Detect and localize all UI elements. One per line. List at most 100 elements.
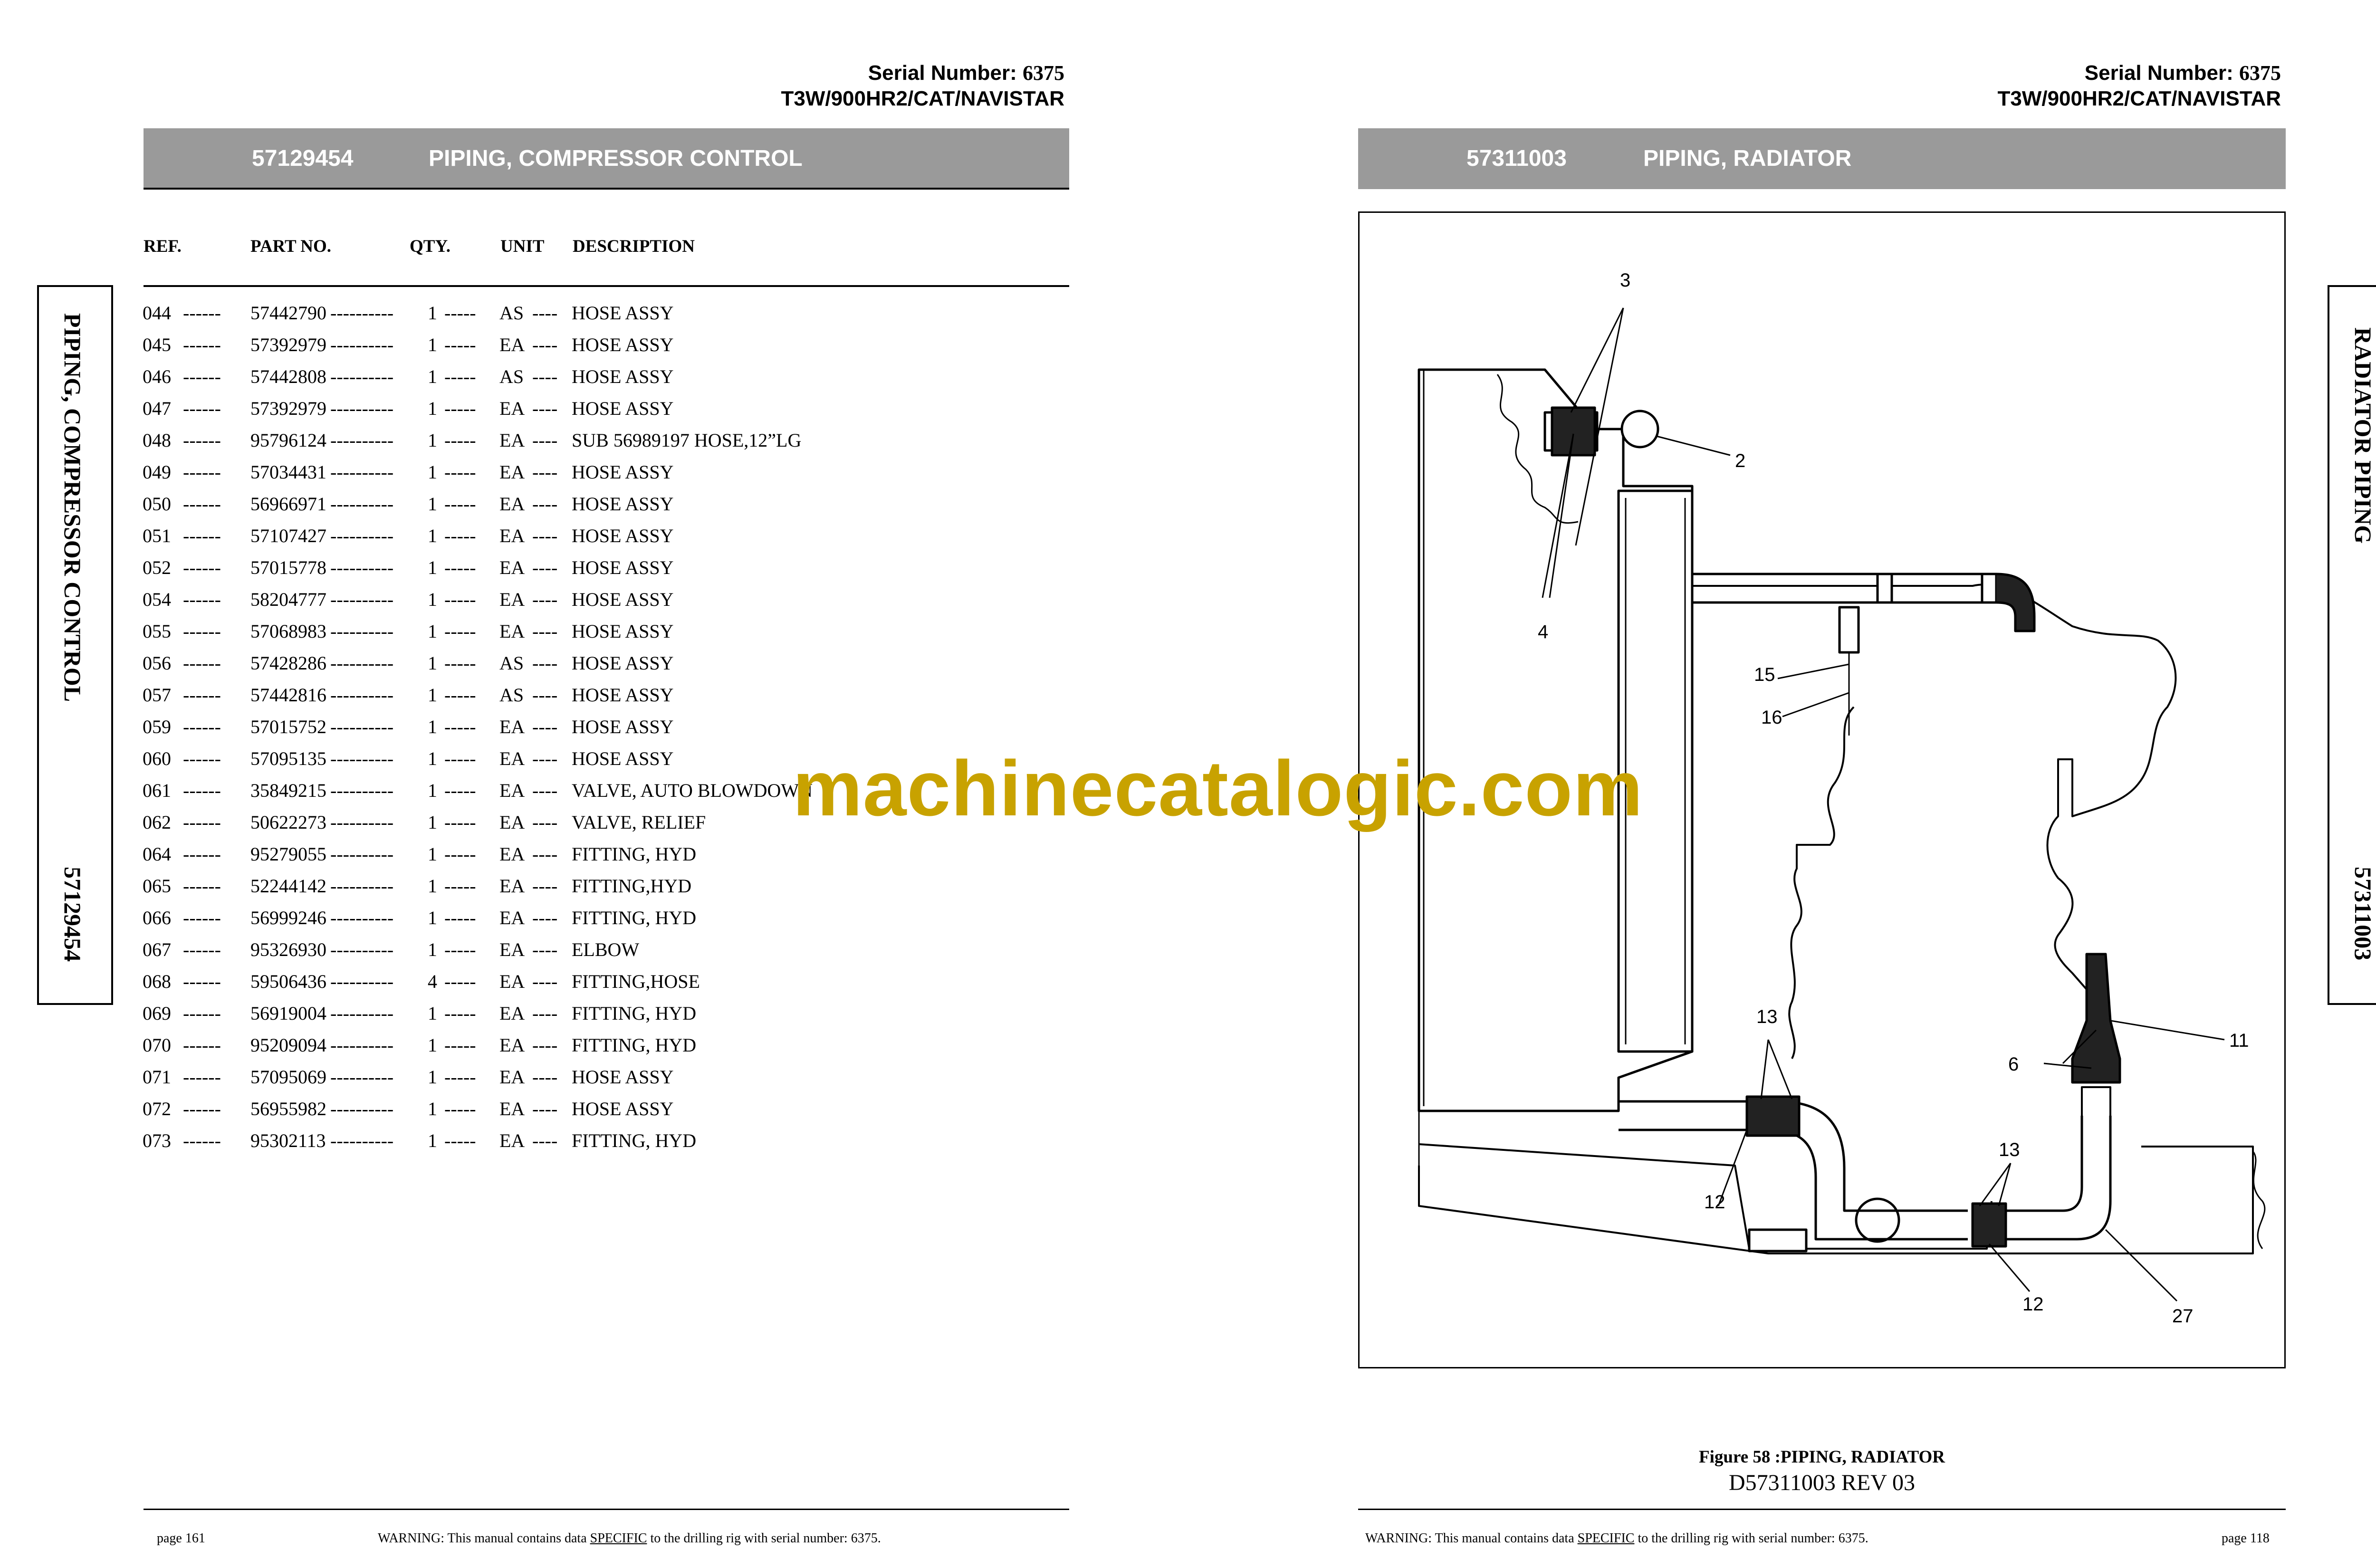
row-leader: ------ <box>183 525 221 546</box>
left-section-title: PIPING, COMPRESSOR CONTROL <box>429 146 803 171</box>
cell-qty: 1 <box>428 812 437 833</box>
callout-11: 11 <box>2229 1030 2249 1051</box>
cell-qty: 1 <box>428 780 437 801</box>
cell-desc: VALVE, RELIEF <box>572 812 706 833</box>
row-leader: ---------- <box>330 812 394 833</box>
cell-desc: SUB 56989197 HOSE,12”LG <box>572 430 802 451</box>
cell-qty: 1 <box>428 907 437 928</box>
row-leader: ------ <box>183 652 221 674</box>
cell-desc: HOSE ASSY <box>572 716 674 737</box>
cell-unit: EA <box>499 907 525 928</box>
cell-ref: 062 <box>143 812 171 833</box>
row-leader: ---- <box>532 557 558 578</box>
callout-15: 15 <box>1754 664 1775 685</box>
cell-ref: 070 <box>143 1034 171 1056</box>
right-warning-pre: WARNING: This manual contains data <box>1365 1531 1578 1546</box>
cell-ref: 055 <box>143 621 171 642</box>
row-leader: ------ <box>183 780 221 801</box>
cell-qty: 1 <box>428 621 437 642</box>
cell-unit: EA <box>499 780 525 801</box>
row-leader: ------ <box>183 461 221 483</box>
row-leader: ---------- <box>330 461 394 483</box>
row-leader: ---- <box>532 748 558 769</box>
cell-ref: 060 <box>143 748 171 769</box>
cell-unit: EA <box>499 1130 525 1151</box>
row-leader: ---------- <box>330 398 394 419</box>
radiator-piping-drawing <box>1418 307 2266 1302</box>
cell-unit: AS <box>499 684 524 706</box>
left-serial-line: Serial Number: 6375 <box>713 61 1064 86</box>
cell-ref: 051 <box>143 525 171 546</box>
col-description: DESCRIPTION <box>573 237 695 256</box>
cell-ref: 065 <box>143 875 171 897</box>
left-model: T3W/900HR2/CAT/NAVISTAR <box>781 87 1064 110</box>
right-serial-label: Serial Number: <box>2084 61 2233 85</box>
cell-ref: 059 <box>143 716 171 737</box>
row-leader: ---------- <box>330 589 394 610</box>
col-qty: QTY. <box>410 237 451 256</box>
row-leader: ----- <box>444 939 476 960</box>
row-leader: ----- <box>444 907 476 928</box>
row-leader: ---- <box>532 939 558 960</box>
cell-unit: EA <box>499 939 525 960</box>
callout-27: 27 <box>2172 1306 2194 1327</box>
callout-3: 3 <box>1620 270 1631 291</box>
row-leader: ---------- <box>330 557 394 578</box>
cell-qty: 1 <box>428 366 437 387</box>
row-leader: ------ <box>183 716 221 737</box>
row-leader: ------ <box>183 1098 221 1119</box>
row-leader: ---- <box>532 843 558 865</box>
left-side-tab-number: 57129454 <box>59 867 86 962</box>
cell-desc: HOSE ASSY <box>572 621 674 642</box>
cell-qty: 1 <box>428 589 437 610</box>
row-leader: ----- <box>444 334 476 355</box>
cell-part: 35849215 <box>250 780 326 801</box>
row-leader: ------ <box>183 684 221 706</box>
row-leader: ---------- <box>330 971 394 992</box>
cell-unit: EA <box>499 1034 525 1056</box>
cell-desc: FITTING, HYD <box>572 1034 697 1056</box>
left-serial-number: 6375 <box>1023 61 1064 85</box>
cell-ref: 047 <box>143 398 171 419</box>
callout-4: 4 <box>1538 621 1549 642</box>
row-leader: ---- <box>532 1003 558 1024</box>
cell-qty: 1 <box>428 1066 437 1088</box>
row-leader: ----- <box>444 366 476 387</box>
row-leader: ---- <box>532 302 558 324</box>
right-serial-line: Serial Number: 6375 <box>1929 61 2281 86</box>
row-leader: ---------- <box>330 493 394 515</box>
cell-desc: HOSE ASSY <box>572 748 674 769</box>
row-leader: ----- <box>444 684 476 706</box>
col-unit: UNIT <box>500 237 545 256</box>
row-leader: ----- <box>444 621 476 642</box>
row-leader: ----- <box>444 843 476 865</box>
row-leader: ------ <box>183 589 221 610</box>
row-leader: ---------- <box>330 302 394 324</box>
col-ref: REF. <box>144 237 182 256</box>
row-leader: ---- <box>532 525 558 546</box>
cell-qty: 1 <box>428 748 437 769</box>
row-leader: ---------- <box>330 1003 394 1024</box>
cell-desc: HOSE ASSY <box>572 461 674 483</box>
callout-16: 16 <box>1761 707 1782 728</box>
row-leader: ----- <box>444 525 476 546</box>
cell-part: 57442790 <box>250 302 326 324</box>
left-warning-pre: WARNING: This manual contains data <box>378 1531 590 1546</box>
callout-13-upper: 13 <box>1756 1006 1778 1027</box>
left-warning-post: to the drilling rig with serial number: … <box>647 1531 881 1546</box>
callout-12-left: 12 <box>1704 1192 1725 1213</box>
cell-desc: FITTING,HYD <box>572 875 692 897</box>
cell-qty: 1 <box>428 493 437 515</box>
row-leader: ---------- <box>330 939 394 960</box>
cell-desc: FITTING, HYD <box>572 907 697 928</box>
row-leader: ------ <box>183 812 221 833</box>
row-leader: ----- <box>444 557 476 578</box>
row-leader: ---------- <box>330 1130 394 1151</box>
cell-desc: HOSE ASSY <box>572 334 674 355</box>
cell-desc: HOSE ASSY <box>572 652 674 674</box>
right-section-banner: 57311003 PIPING, RADIATOR <box>1358 128 2286 189</box>
row-leader: ------ <box>183 1034 221 1056</box>
watermark: machinecatalogic.com <box>793 745 1643 832</box>
row-leader: ------ <box>183 621 221 642</box>
right-section-number: 57311003 <box>1466 146 1567 171</box>
